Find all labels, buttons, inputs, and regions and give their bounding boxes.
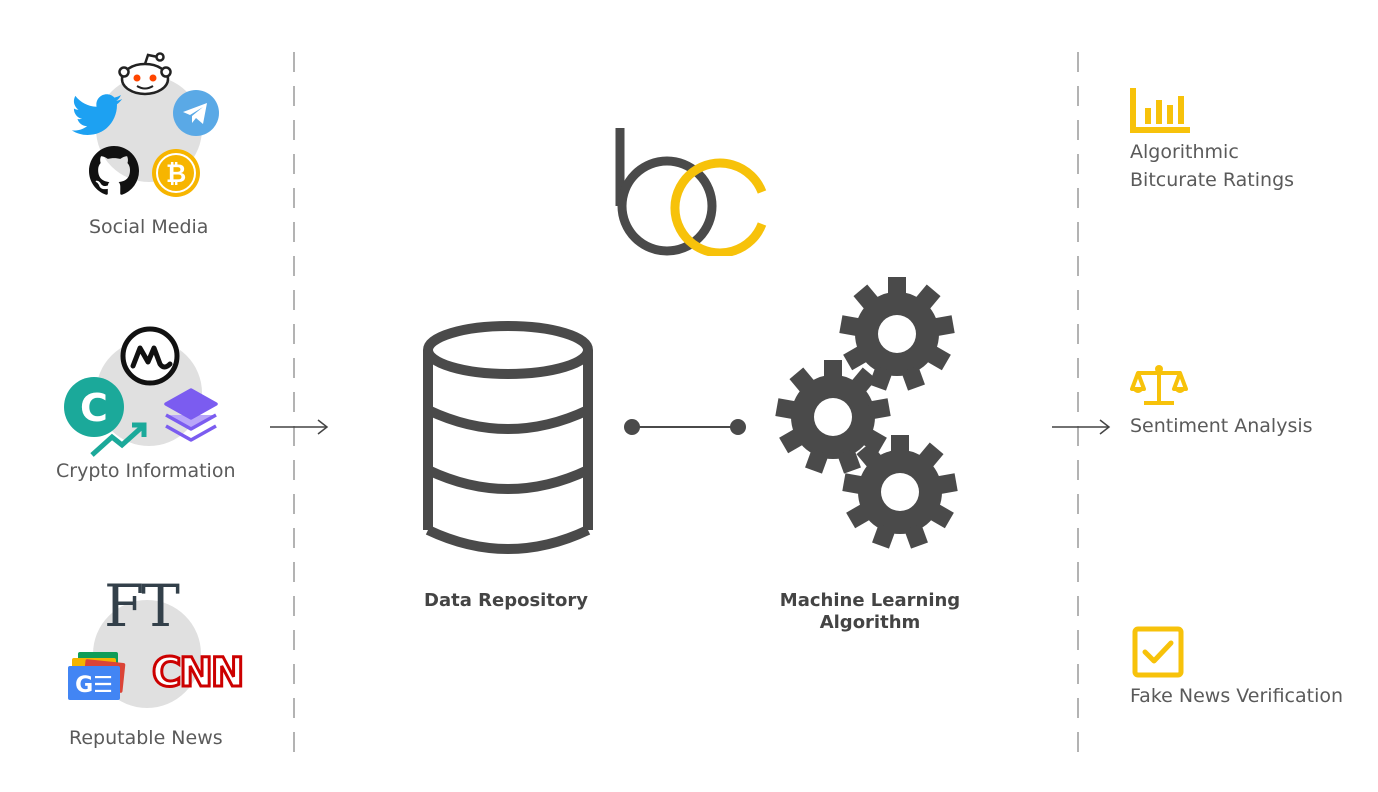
left-divider — [293, 52, 295, 752]
layers-icon — [164, 388, 218, 442]
telegram-icon — [173, 90, 219, 136]
sentiment-label: Sentiment Analysis — [1130, 415, 1313, 437]
svg-text:₿: ₿ — [166, 159, 186, 188]
ml-label-line2: Algorithm — [819, 612, 921, 633]
google-news-icon: G☰ — [68, 652, 126, 700]
ratings-label-line2: Bitcurate Ratings — [1130, 169, 1295, 191]
bar-chart-icon — [1130, 88, 1190, 133]
right-divider — [1077, 52, 1079, 752]
gears-icon — [775, 277, 958, 549]
google-news-text: G☰ — [75, 673, 113, 698]
cnn-logo: CNN — [150, 649, 245, 698]
crypto-info-label: Crypto Information — [56, 460, 236, 482]
bitcurate-logo — [615, 128, 767, 256]
reputable-news-label: Reputable News — [69, 727, 223, 749]
arrow-right-icon — [1052, 419, 1111, 435]
reddit-icon — [118, 52, 172, 96]
fake-news-label: Fake News Verification — [1130, 685, 1344, 707]
database-icon — [423, 321, 593, 554]
ml-label-line1: Machine Learning — [779, 590, 961, 611]
arrow-right-icon — [270, 419, 329, 435]
ml-algorithm-label: Machine Learning Algorithm — [770, 590, 970, 634]
ratings-label-line1: Algorithmic — [1130, 141, 1239, 163]
twitter-icon — [71, 94, 123, 135]
checkbox-icon — [1132, 626, 1184, 678]
social-media-label: Social Media — [89, 216, 209, 238]
scales-icon — [1130, 365, 1188, 405]
coinmarketcap-icon — [120, 326, 180, 386]
github-icon — [89, 146, 139, 195]
ft-logo: FT — [104, 572, 180, 640]
connector-line — [624, 419, 746, 435]
svg-text:C: C — [80, 386, 108, 430]
coincap-icon: C — [64, 377, 147, 457]
data-repository-label: Data Repository — [424, 590, 588, 611]
bitcoin-icon: ₿ — [152, 149, 200, 197]
